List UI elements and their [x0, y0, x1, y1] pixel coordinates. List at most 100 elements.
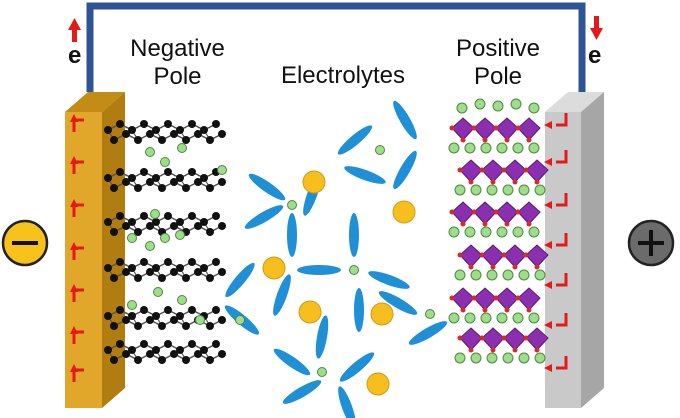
lithium-ion: [448, 226, 460, 238]
carbon-atom: [188, 340, 196, 348]
carbon-atom: [122, 222, 130, 230]
positive-pole-label: Positive Pole: [448, 35, 548, 91]
oxygen-atom: [468, 179, 474, 185]
carbon-atom: [116, 258, 124, 266]
oxygen-atom: [512, 347, 518, 353]
electron-label-left: e: [68, 42, 82, 69]
hook-arrowhead: [70, 114, 78, 122]
carbon-atom: [152, 312, 160, 320]
graphite-bond: [107, 261, 217, 269]
lithium-ion: [518, 184, 530, 196]
carbon-atom: [128, 218, 136, 226]
hook-line: [556, 356, 568, 370]
carbon-atom: [218, 316, 226, 324]
lithium-ion: [480, 312, 492, 324]
oxygen-atom: [482, 221, 488, 227]
lithium-ion: [480, 226, 492, 238]
oxygen-atom: [460, 221, 466, 227]
oxygen-atom: [504, 307, 510, 313]
hook-arrowhead: [544, 281, 552, 289]
carbon-atom: [128, 312, 136, 320]
lithium-ion: [486, 184, 498, 196]
oxide-octahedron: [481, 327, 505, 351]
carbon-atom: [140, 120, 148, 128]
carbon-atom: [182, 356, 190, 364]
positive-pole-line2: Pole: [473, 63, 523, 90]
lithium-ion: [528, 226, 540, 238]
oxygen-atom: [512, 264, 518, 270]
graphite-bond: [107, 343, 217, 351]
carbon-atom: [158, 136, 166, 144]
anion: [298, 300, 322, 324]
graphite-layer: [104, 168, 226, 192]
lithium-ion: [195, 315, 205, 325]
oxide-octahedron: [503, 159, 527, 183]
graphite-bond: [113, 133, 223, 141]
hook-arrowhead: [70, 156, 78, 164]
graphite-bond: [107, 309, 217, 317]
carbon-atom: [206, 356, 214, 364]
carbon-atom: [170, 316, 178, 324]
solvent-cluster: [337, 100, 417, 190]
solvent-molecule: [315, 315, 329, 359]
graphite-layer: [104, 340, 226, 364]
negative-pole-line2: Pole: [153, 63, 202, 90]
oxygen-atom: [493, 125, 499, 131]
hook-line: [556, 113, 568, 127]
carbon-atom: [146, 178, 154, 186]
lithium-ion: [317, 367, 327, 377]
lithium-ion: [528, 142, 540, 154]
oxygen-atom: [460, 307, 466, 313]
oxygen-atom: [504, 221, 510, 227]
graphite-layer: [104, 212, 226, 236]
lithium-ion: [528, 312, 540, 324]
carbon-atom: [176, 218, 184, 226]
oxide-octahedron: [495, 287, 519, 311]
carbon-atom: [122, 130, 130, 138]
lithium-ion: [518, 352, 530, 364]
hook-line: [556, 233, 568, 247]
solvent-molecule: [244, 205, 284, 229]
anion: [370, 302, 394, 326]
carbon-atom: [218, 222, 226, 230]
lithium-ion: [425, 309, 435, 319]
graphite-anode-layers: [104, 120, 226, 364]
oxygen-atom: [479, 167, 485, 173]
graphite-bond: [107, 215, 217, 223]
lithium-ion: [464, 312, 476, 324]
carbon-atom: [218, 178, 226, 186]
solvent-molecule: [368, 271, 410, 289]
minus-circle-icon: [1, 219, 49, 267]
lithium-ion: [454, 184, 466, 196]
arrow-up-icon: [68, 18, 81, 42]
oxygen-atom: [482, 307, 488, 313]
carbon-atom: [110, 228, 118, 236]
lithium-ion: [456, 102, 468, 114]
lithium-ion: [287, 200, 297, 210]
hook-arrowhead: [544, 364, 552, 372]
oxygen-atom: [479, 335, 485, 341]
negative-pole-label: Negative Pole: [120, 35, 235, 91]
carbon-atom: [194, 268, 202, 276]
electron-hook-arrow: [544, 233, 568, 249]
carbon-atom: [134, 356, 142, 364]
oxygen-atom: [457, 335, 463, 341]
lithium-ion: [160, 157, 170, 167]
carbon-atom: [104, 218, 112, 226]
electrolytes-label: Electrolytes: [280, 62, 406, 89]
carbon-atom: [146, 316, 154, 324]
oxide-octahedron: [503, 244, 527, 268]
lithium-ion: [512, 226, 524, 238]
oxide-octahedron: [495, 117, 519, 141]
carbon-atom: [158, 356, 166, 364]
lithium-ion: [518, 269, 530, 281]
carbon-atom: [170, 268, 178, 276]
graphite-bond: [113, 181, 223, 189]
carbon-atom: [110, 356, 118, 364]
carbon-atom: [164, 340, 172, 348]
lithium-ion: [512, 312, 524, 324]
hook-arrowhead: [70, 364, 78, 372]
oxide-cathode-layers: [448, 117, 549, 364]
oxide-octahedron: [517, 117, 541, 141]
lithium-ion: [454, 269, 466, 281]
